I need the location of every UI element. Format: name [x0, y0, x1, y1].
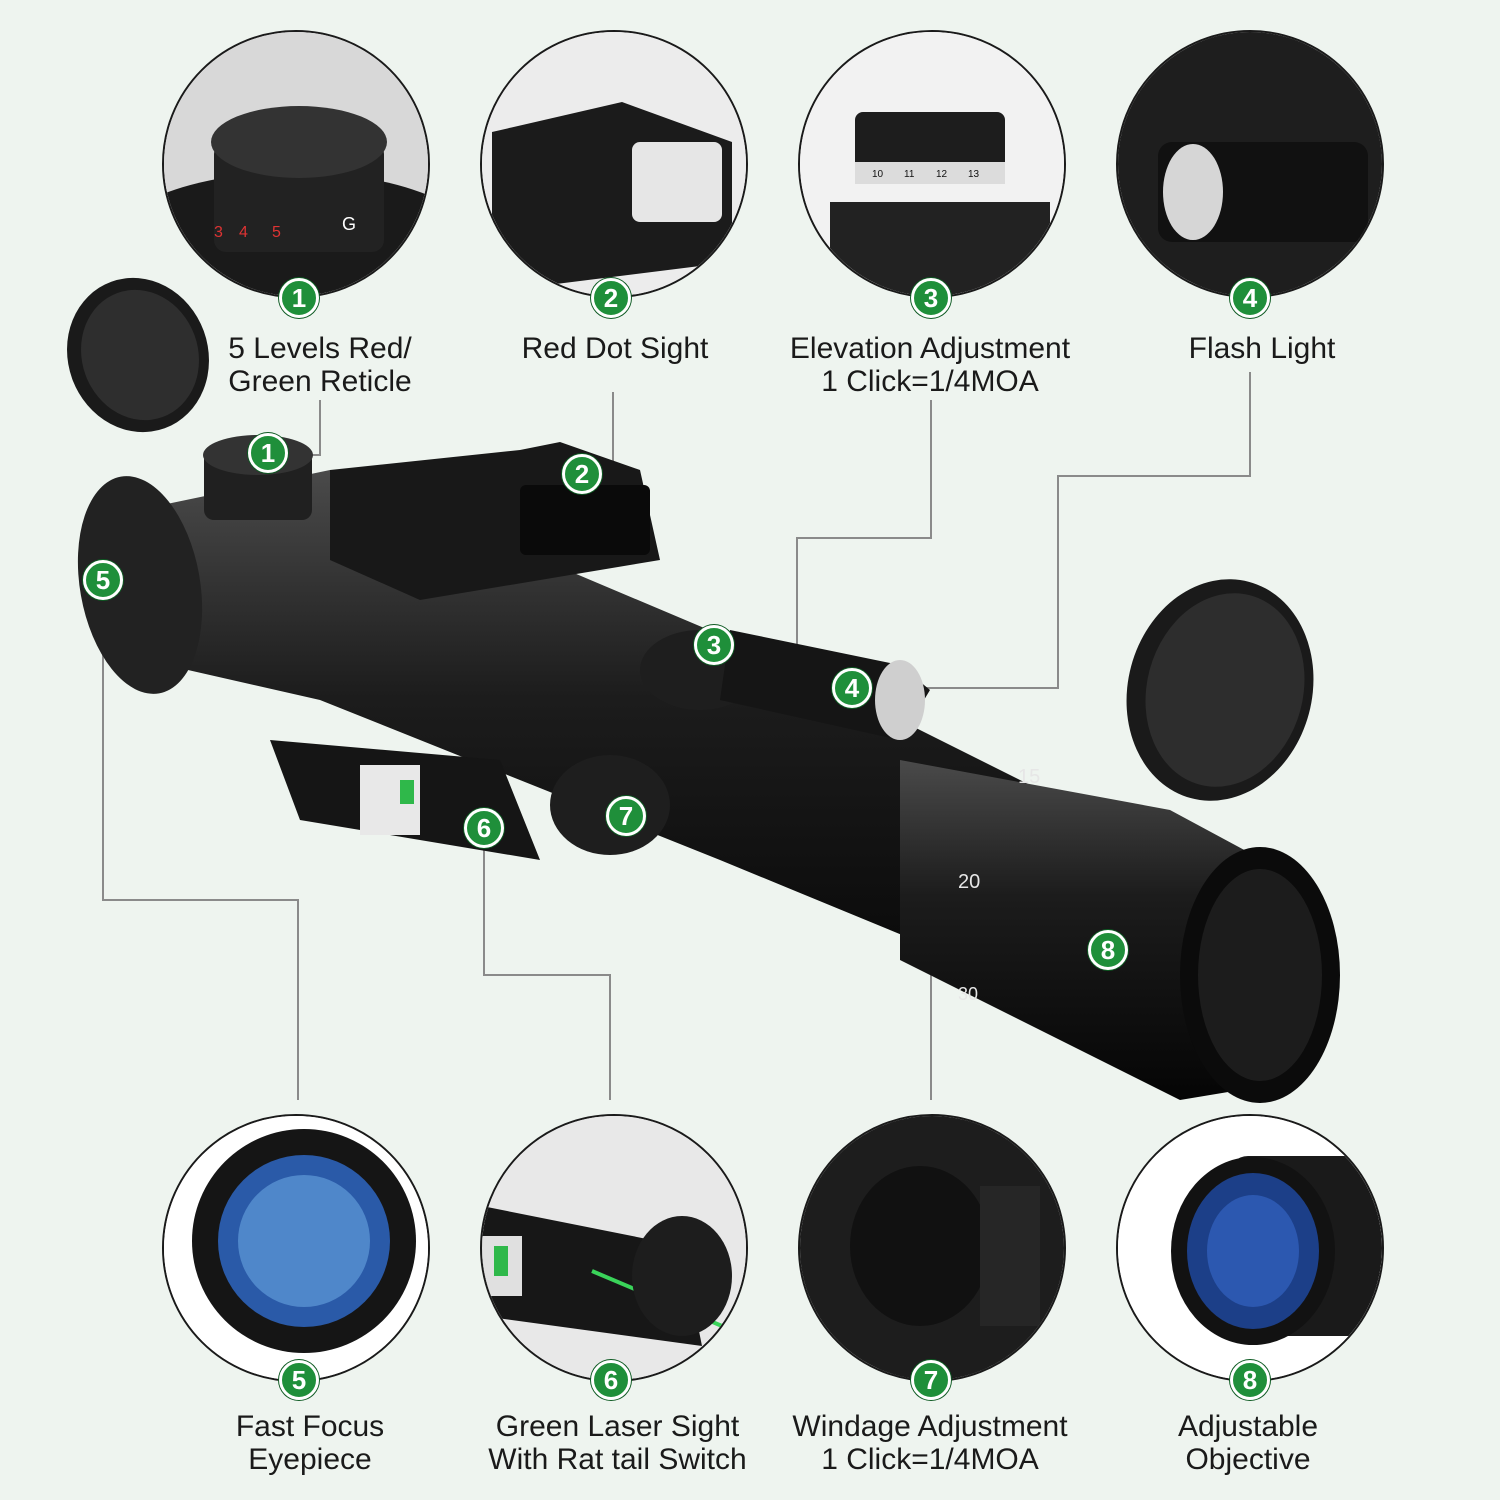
- detail-circle-objective: [1116, 1114, 1384, 1382]
- zoom-mark-20: 20: [958, 871, 980, 893]
- svg-text:10: 10: [872, 169, 884, 180]
- badge-5: 5: [279, 1360, 319, 1400]
- detail-circle-eyepiece: [162, 1114, 430, 1382]
- svg-text:13: 13: [968, 169, 980, 180]
- eyepiece-flip-cap: [67, 277, 209, 433]
- label-reticle: 5 Levels Red/Green Reticle: [228, 332, 412, 398]
- badge-4: 4: [1230, 278, 1270, 318]
- scope-badge-2: 2: [562, 454, 602, 494]
- scope-badge-6: 6: [464, 808, 504, 848]
- detail-circle-reticle-turret: 3 4 5 G: [162, 30, 430, 298]
- svg-text:5: 5: [272, 224, 281, 241]
- scope-badge-4: 4: [832, 668, 872, 708]
- badge-3: 3: [911, 278, 951, 318]
- label-flashlight: Flash Light: [1188, 332, 1336, 365]
- objective-flip-cap: [1126, 579, 1314, 801]
- scope-badge-5: 5: [83, 560, 123, 600]
- badge-7: 7: [911, 1360, 951, 1400]
- scope-badge-3: 3: [694, 625, 734, 665]
- detail-circle-flashlight: [1116, 30, 1384, 298]
- svg-text:4: 4: [239, 224, 248, 241]
- badge-1: 1: [279, 278, 319, 318]
- zoom-mark-30: 30: [958, 984, 978, 1004]
- eyepiece: [77, 476, 203, 694]
- scope-badge-7: 7: [606, 796, 646, 836]
- scope-badge-1: 1: [248, 433, 288, 473]
- detail-circle-red-dot: [480, 30, 748, 298]
- svg-text:12: 12: [936, 169, 948, 180]
- detail-circle-windage: [798, 1114, 1066, 1382]
- svg-text:11: 11: [904, 169, 915, 180]
- svg-text:3: 3: [214, 224, 223, 241]
- badge-8: 8: [1230, 1360, 1270, 1400]
- svg-text:G: G: [342, 214, 356, 234]
- badge-6: 6: [591, 1360, 631, 1400]
- badge-2: 2: [591, 278, 631, 318]
- zoom-mark-15: 15: [1018, 766, 1040, 788]
- label-red-dot: Red Dot Sight: [521, 332, 709, 365]
- detail-circle-laser: [480, 1114, 748, 1382]
- detail-circle-elevation: 10 11 12 13: [798, 30, 1066, 298]
- scope-badge-8: 8: [1088, 930, 1128, 970]
